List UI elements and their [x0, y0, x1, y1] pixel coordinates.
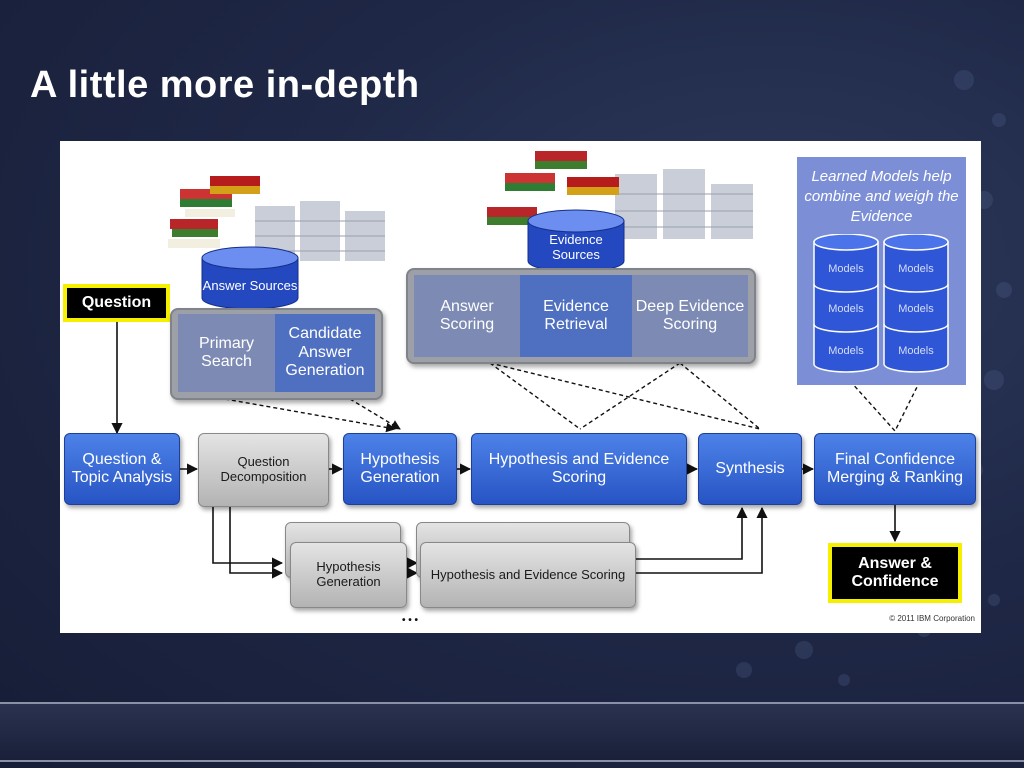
arrow-branch-2 — [229, 507, 284, 579]
models-label: Models — [828, 344, 864, 357]
dashed-evidence-4 — [679, 362, 761, 430]
deep-evidence-scoring-box: Deep Evidence Scoring — [632, 275, 748, 357]
question-decomposition-box: Question Decomposition — [198, 433, 329, 507]
dashed-evidence-1 — [489, 362, 581, 430]
answer-scoring-box: Answer Scoring — [414, 275, 520, 357]
hypothesis-evidence-scoring-box: Hypothesis and Evidence Scoring — [471, 433, 687, 505]
dashed-evidence-2 — [489, 362, 761, 430]
primary-search-box: Primary Search — [178, 314, 275, 392]
hypothesis-generation-box: Hypothesis Generation — [343, 433, 457, 505]
dashed-search-to-hypothesis-2 — [349, 398, 401, 430]
arrow-sub-to-synthesis-2 — [636, 506, 768, 574]
copyright-text: © 2011 IBM Corporation — [889, 614, 975, 623]
answer-sources-database-icon — [201, 246, 299, 310]
answer-sources-label: Answer Sources — [202, 277, 298, 293]
models-label: Models — [898, 344, 934, 357]
evidence-sources-label: Evidence Sources — [549, 232, 603, 262]
synthesis-box: Synthesis — [698, 433, 802, 505]
models-label: Models — [828, 302, 864, 315]
question-topic-analysis-box: Question & Topic Analysis — [64, 433, 180, 505]
models-database-stack — [813, 234, 949, 373]
models-label: Models — [898, 302, 934, 315]
models-label: Models — [898, 262, 934, 275]
ellipsis: • • • — [401, 615, 419, 627]
dashed-search-to-hypothesis-1 — [224, 398, 396, 433]
slide-title: A little more in-depth — [30, 64, 420, 106]
answer-sources-books-icon — [168, 176, 385, 261]
dashed-models-2 — [894, 380, 921, 432]
question-box: Question — [63, 284, 170, 322]
bottom-band — [0, 702, 1024, 762]
models-label: Models — [828, 262, 864, 275]
answer-confidence-box: Answer & Confidence — [828, 543, 962, 603]
arrow-branch-1 — [212, 507, 284, 569]
candidate-answer-generation-box: Candidate Answer Generation — [275, 314, 375, 392]
learned-models-note: Learned Models help combine and weigh th… — [804, 167, 959, 226]
dashed-evidence-3 — [579, 362, 681, 430]
architecture-diagram: Answer Sources Evidence Sources Question… — [60, 141, 981, 633]
evidence-sources-database-icon — [527, 209, 625, 273]
evidence-retrieval-box: Evidence Retrieval — [520, 275, 632, 357]
dashed-models-1 — [849, 380, 896, 432]
sub-hypothesis-generation-box: Hypothesis Generation — [290, 542, 407, 608]
evidence-sources-books-icon — [487, 151, 753, 239]
final-confidence-box: Final Confidence Merging & Ranking — [814, 433, 976, 505]
arrow-sub-to-synthesis-1 — [636, 506, 748, 560]
sub-hypothesis-evidence-scoring-box: Hypothesis and Evidence Scoring — [420, 542, 636, 608]
